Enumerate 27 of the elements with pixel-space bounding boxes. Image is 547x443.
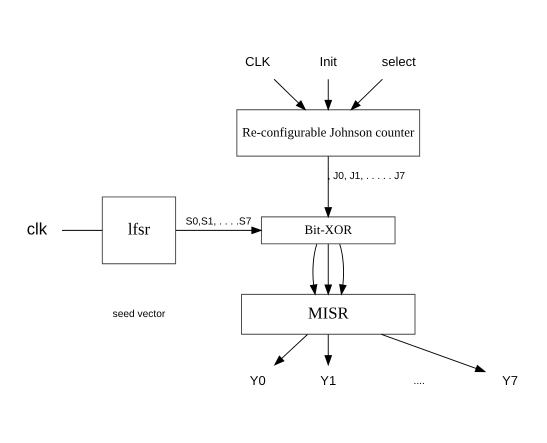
arrow (350, 78, 383, 110)
node-box: MISR (241, 293, 416, 334)
arrow (324, 155, 332, 218)
node-text: Init (320, 53, 337, 68)
node-box: lfsr (102, 196, 176, 264)
node-text: select (382, 53, 416, 68)
connector (62, 229, 103, 230)
arrow (324, 78, 332, 111)
node-text: Y1 (320, 372, 336, 388)
node-box: Bit-XOR (260, 216, 396, 244)
node-text: Y0 (250, 372, 266, 388)
label: .... (414, 376, 425, 387)
arrow (274, 334, 308, 366)
edge-label: S0,S1, . . . .S7 (186, 216, 252, 228)
arrow (324, 243, 332, 296)
node-box: Re-configurable Johnson counter (236, 108, 420, 156)
arrow (175, 226, 263, 234)
node-text: clk (26, 218, 48, 238)
arrow (274, 78, 306, 110)
edge-label: , J0, J1, . . . . . J7 (327, 170, 406, 182)
node-text: CLK (245, 53, 270, 68)
node-text: Y7 (502, 372, 518, 388)
arrow (380, 333, 486, 372)
arrow (324, 334, 332, 366)
arrow (339, 243, 347, 296)
arrow (310, 243, 318, 296)
label: seed vector (112, 308, 166, 320)
